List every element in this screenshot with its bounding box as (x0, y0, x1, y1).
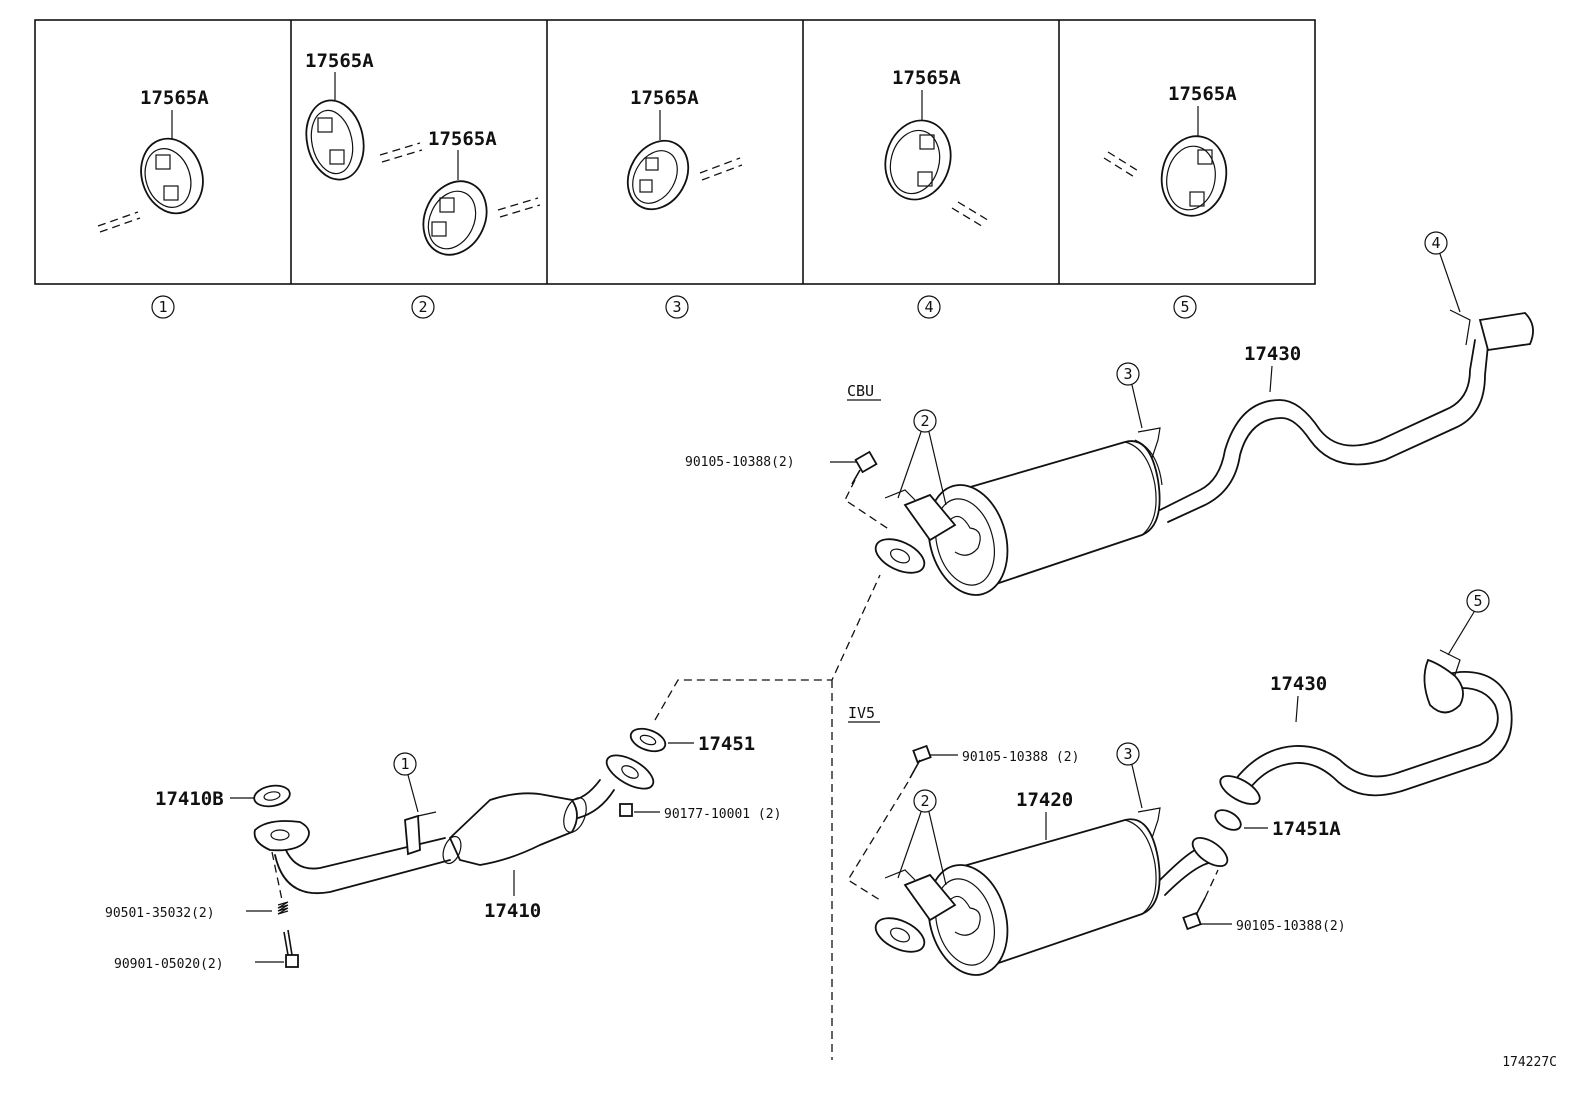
panel-1-number-circle (151, 295, 175, 319)
svg-text:2: 2 (920, 412, 929, 430)
cbu-assembly: CBU 4 17430 3 (685, 231, 1534, 596)
spring-icon (277, 901, 289, 915)
svg-text:5: 5 (1473, 592, 1482, 610)
svg-text:2: 2 (418, 298, 427, 316)
svg-text:5: 5 (1180, 298, 1189, 316)
callout-5 (1466, 589, 1490, 613)
tail-pipe-iv5 (1234, 649, 1513, 797)
muffler-cbu (927, 439, 1163, 596)
svg-text:4: 4 (924, 298, 933, 316)
callout-4 (1424, 231, 1448, 255)
bolt-90901-label: 90901-05020(2) (114, 957, 224, 972)
callout-2 (913, 789, 937, 813)
tailpipe-iv5-label: 17430 (1270, 673, 1327, 695)
iv5-assembly: IV5 5 17430 17451A 90105-10388(2 (847, 589, 1513, 976)
panel-row-frame (34, 19, 1316, 285)
rubber-hanger-icon (626, 139, 690, 211)
diagram-id: 174227C (1502, 1055, 1557, 1070)
muffler-label: 17420 (1016, 789, 1073, 811)
flange-iv5 (874, 917, 926, 953)
panel-2-label-top: 17565A (305, 50, 374, 72)
tailpipe-cbu-label: 17430 (1244, 343, 1301, 365)
bolt-icon (851, 450, 878, 485)
tail-pipe-tip (1478, 312, 1534, 352)
panel-1-label: 17565A (140, 87, 209, 109)
rubber-hanger-icon (1160, 135, 1228, 217)
callout-2 (913, 409, 937, 433)
panel-5: 17565A 5 (1103, 83, 1237, 319)
flange-cbu (874, 538, 926, 574)
front-pipe-bracket (404, 814, 421, 856)
panel-5-label: 17565A (1168, 83, 1237, 105)
svg-text:3: 3 (1123, 365, 1132, 383)
front-pipe-inlet-flange (253, 820, 310, 852)
gasket-17410b-label: 17410B (155, 788, 224, 810)
bolt-iv5-upper-label: 90105-10388 (2) (962, 750, 1079, 765)
panel-3-number-circle (665, 295, 689, 319)
nut-label: 90177-10001 (2) (664, 807, 781, 822)
spring-label: 90501-35032(2) (105, 906, 215, 921)
gasket-17410b (253, 784, 291, 808)
svg-text:2: 2 (920, 792, 929, 810)
gasket-17451a (1214, 809, 1242, 831)
front-pipe-label: 17410 (484, 900, 541, 922)
gasket-17451a-label: 17451A (1272, 818, 1341, 840)
hanger-panel-row (34, 19, 1316, 285)
muffler-inlet-cbu (903, 493, 957, 542)
svg-text:3: 3 (1123, 745, 1132, 763)
panel-5-number-circle (1173, 295, 1197, 319)
panel-3-label: 17565A (630, 87, 699, 109)
panel-2-label-bottom: 17565A (428, 128, 497, 150)
callout-1 (393, 752, 417, 776)
panel-4: 17565A 4 (884, 67, 992, 319)
front-pipe-assembly: 17451 90177-10001 (2) 1 17410B 17410 (105, 727, 781, 972)
rubber-hanger-icon (884, 119, 952, 201)
catalytic-converter (448, 792, 578, 866)
cat-outlet-flange (605, 754, 655, 790)
nut-icon (619, 803, 633, 817)
callout-3 (1116, 362, 1140, 386)
callout-3 (1116, 742, 1140, 766)
bolt-cbu-label: 90105-10388(2) (685, 455, 795, 470)
tail-pipe-iv5-tip (1423, 658, 1464, 714)
iv5-section-label: IV5 (848, 704, 875, 722)
connector-dashed-line (654, 574, 881, 721)
rubber-hanger-icon (422, 180, 488, 256)
svg-text:3: 3 (672, 298, 681, 316)
muffler-iv5 (927, 818, 1161, 976)
gasket-17451 (629, 727, 667, 753)
bolt-iv5-lower-label: 90105-10388(2) (1236, 919, 1346, 934)
panel-2-number-circle (411, 295, 435, 319)
panel-4-label: 17565A (892, 67, 961, 89)
panel-2: 17565A 17565A 2 (305, 50, 541, 319)
gasket-17451-label: 17451 (698, 733, 755, 755)
panel-3: 17565A 3 (626, 87, 743, 319)
rubber-hanger-icon (140, 137, 204, 215)
tail-pipe-iv5-flange (1219, 775, 1261, 805)
bolt-icon (283, 929, 299, 968)
bolt-icon (909, 744, 932, 779)
panel-4-number-circle (917, 295, 941, 319)
svg-text:1: 1 (158, 298, 167, 316)
rubber-hanger-icon (305, 99, 365, 181)
cbu-section-label: CBU (847, 382, 874, 400)
svg-text:4: 4 (1431, 234, 1440, 252)
panel-1: 17565A 1 (97, 87, 209, 319)
svg-text:1: 1 (400, 755, 409, 773)
tail-pipe-cbu (1159, 309, 1534, 523)
bolt-icon (1182, 897, 1206, 931)
